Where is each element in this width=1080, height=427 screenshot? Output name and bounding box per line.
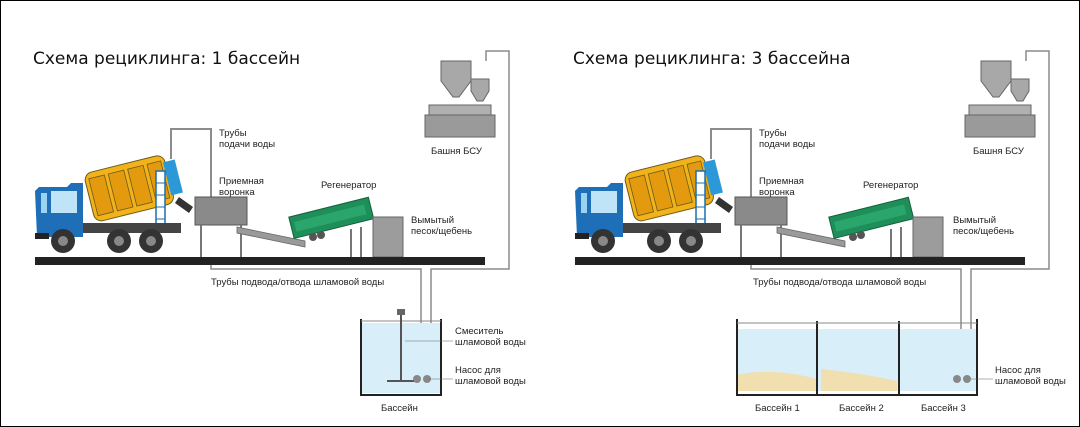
left-pump-label-1: Насос для	[455, 365, 501, 376]
right-supply-pipes-label-1: Трубы	[759, 128, 787, 139]
left-funnel-label-1: Приемная	[219, 176, 264, 187]
right-funnel-label-1: Приемная	[759, 176, 804, 187]
left-mixer-truck	[34, 150, 194, 254]
left-pool-label: Бассейн	[381, 403, 418, 414]
right-title: Схема рециклинга: 3 бассейна	[573, 49, 851, 69]
right-pool-1-label: Бассейн 1	[755, 403, 800, 414]
right-pump-label-1: Насос для	[995, 365, 1041, 376]
left-supply-pipes-label-2: подачи воды	[219, 139, 275, 150]
left-pump-label-2: шламовой воды	[455, 376, 526, 387]
left-tower-label: Башня БСУ	[431, 146, 483, 157]
right-pump-label-2: шламовой воды	[995, 376, 1066, 387]
left-pool	[360, 309, 442, 396]
left-regenerator-label: Регенератор	[321, 180, 376, 191]
left-sand-label-1: Вымытый	[411, 215, 454, 226]
left-title: Схема рециклинга: 1 бассейн	[33, 49, 300, 69]
right-slurry-pipes-label: Трубы подвода/отвода шламовой воды	[753, 277, 926, 288]
right-regenerator-label: Регенератор	[863, 180, 918, 191]
right-sand-label-2: песок/щебень	[953, 226, 1014, 237]
left-funnel-label-2: воронка	[219, 187, 255, 198]
left-slurry-pipes-label: Трубы подвода/отвода шламовой воды	[211, 277, 384, 288]
right-pool-2-label: Бассейн 2	[839, 403, 884, 414]
right-tower-label: Башня БСУ	[973, 146, 1025, 157]
right-pools	[736, 319, 978, 396]
left-mixer-label-1: Смеситель	[455, 326, 503, 337]
right-pool-3-label: Бассейн 3	[921, 403, 966, 414]
left-sand-label-2: песок/щебень	[411, 226, 472, 237]
right-sand-label-1: Вымытый	[953, 215, 996, 226]
left-mixer-label-2: шламовой воды	[455, 337, 526, 348]
right-mixer-truck	[574, 150, 734, 254]
left-supply-pipes-label-1: Трубы	[219, 128, 247, 139]
right-supply-pipes-label-2: подачи воды	[759, 139, 815, 150]
right-funnel-label-2: воронка	[759, 187, 795, 198]
